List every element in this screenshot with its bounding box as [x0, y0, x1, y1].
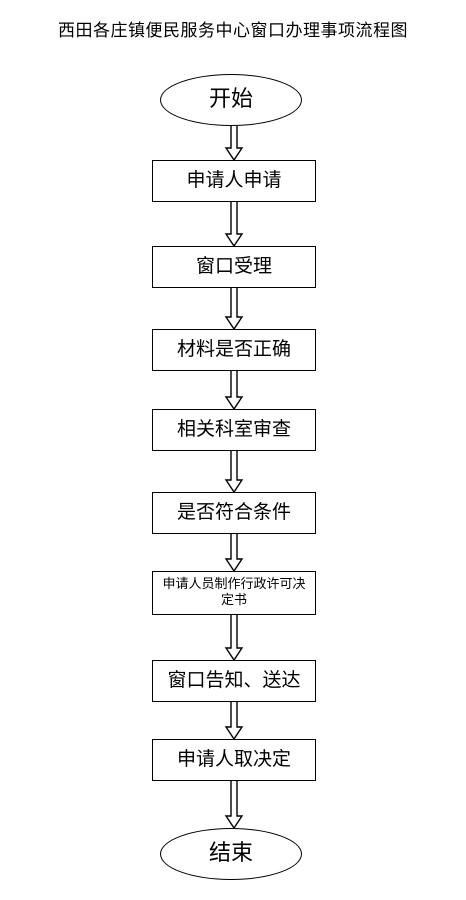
arrow-accept-to-check — [224, 288, 244, 331]
arrow-apply-to-accept — [224, 202, 244, 248]
node-apply: 申请人申请 — [152, 160, 316, 202]
node-conditions: 是否符合条件 — [152, 492, 316, 534]
arrow-conditions-to-decision — [224, 534, 244, 573]
arrow-collect-to-end — [224, 781, 244, 830]
node-check: 材料是否正确 — [152, 329, 316, 371]
node-accept: 窗口受理 — [152, 246, 316, 288]
diagram-title: 西田各庄镇便民服务中心窗口办理事项流程图 — [58, 21, 408, 41]
node-decision: 申请人员制作行政许可决定书 — [152, 571, 316, 615]
node-end: 结束 — [160, 828, 302, 880]
arrow-review-to-conditions — [224, 451, 244, 494]
arrow-decision-to-notify — [224, 615, 244, 662]
node-start: 开始 — [160, 74, 302, 126]
arrow-start-to-apply — [224, 126, 244, 162]
node-notify: 窗口告知、送达 — [152, 660, 316, 702]
node-collect: 申请人取决定 — [152, 739, 316, 781]
node-review: 相关科室审查 — [152, 409, 316, 451]
arrow-check-to-review — [224, 371, 244, 411]
arrow-notify-to-collect — [224, 702, 244, 741]
